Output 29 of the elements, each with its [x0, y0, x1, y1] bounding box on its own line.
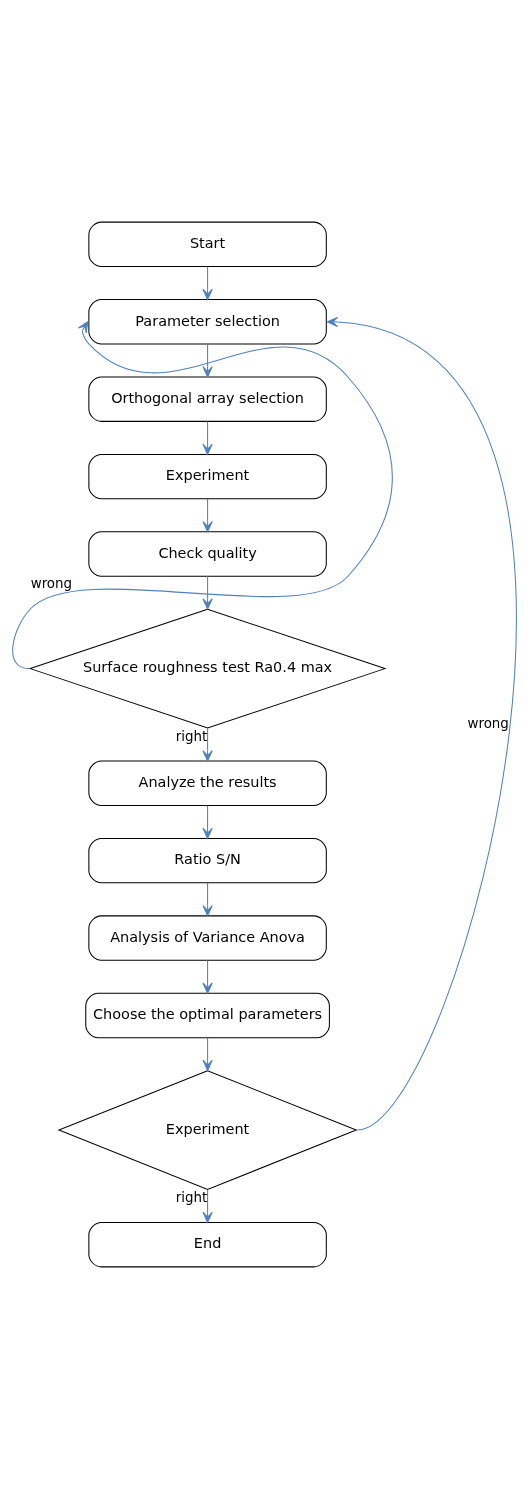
node-box: Experiment	[88, 453, 327, 499]
node-box: Orthogonal array selection	[88, 375, 327, 422]
edge-label: wrong	[467, 715, 509, 731]
node-box: Parameter selection	[88, 298, 327, 344]
arrow	[202, 575, 213, 609]
node-box: Check quality	[88, 530, 327, 577]
edge-label: wrong	[30, 575, 73, 591]
node-box: Ratio S/N	[88, 837, 327, 883]
edge-label: right	[175, 1189, 208, 1205]
arrow	[326, 316, 517, 1131]
node-box: Start	[88, 221, 327, 267]
node-box: Analysis of Variance Anova	[88, 914, 327, 961]
node-box: End	[88, 1221, 327, 1267]
arrow	[202, 804, 213, 839]
arrow	[202, 1036, 213, 1071]
node-box: Analyze the results	[88, 760, 327, 806]
arrow	[202, 420, 213, 455]
arrow	[202, 882, 213, 916]
arrow	[202, 727, 213, 762]
arrow	[202, 1188, 213, 1223]
node-diamond: Surface roughness test Ra0.4 max	[28, 608, 387, 729]
arrow	[202, 265, 213, 300]
arrow	[202, 498, 213, 532]
arrow	[202, 343, 213, 377]
edge-label: right	[175, 728, 208, 744]
arrow	[202, 959, 213, 994]
arrow	[12, 320, 393, 669]
node-diamond: Experiment	[57, 1069, 358, 1190]
node-box: Choose the optimal parameters	[85, 992, 330, 1038]
